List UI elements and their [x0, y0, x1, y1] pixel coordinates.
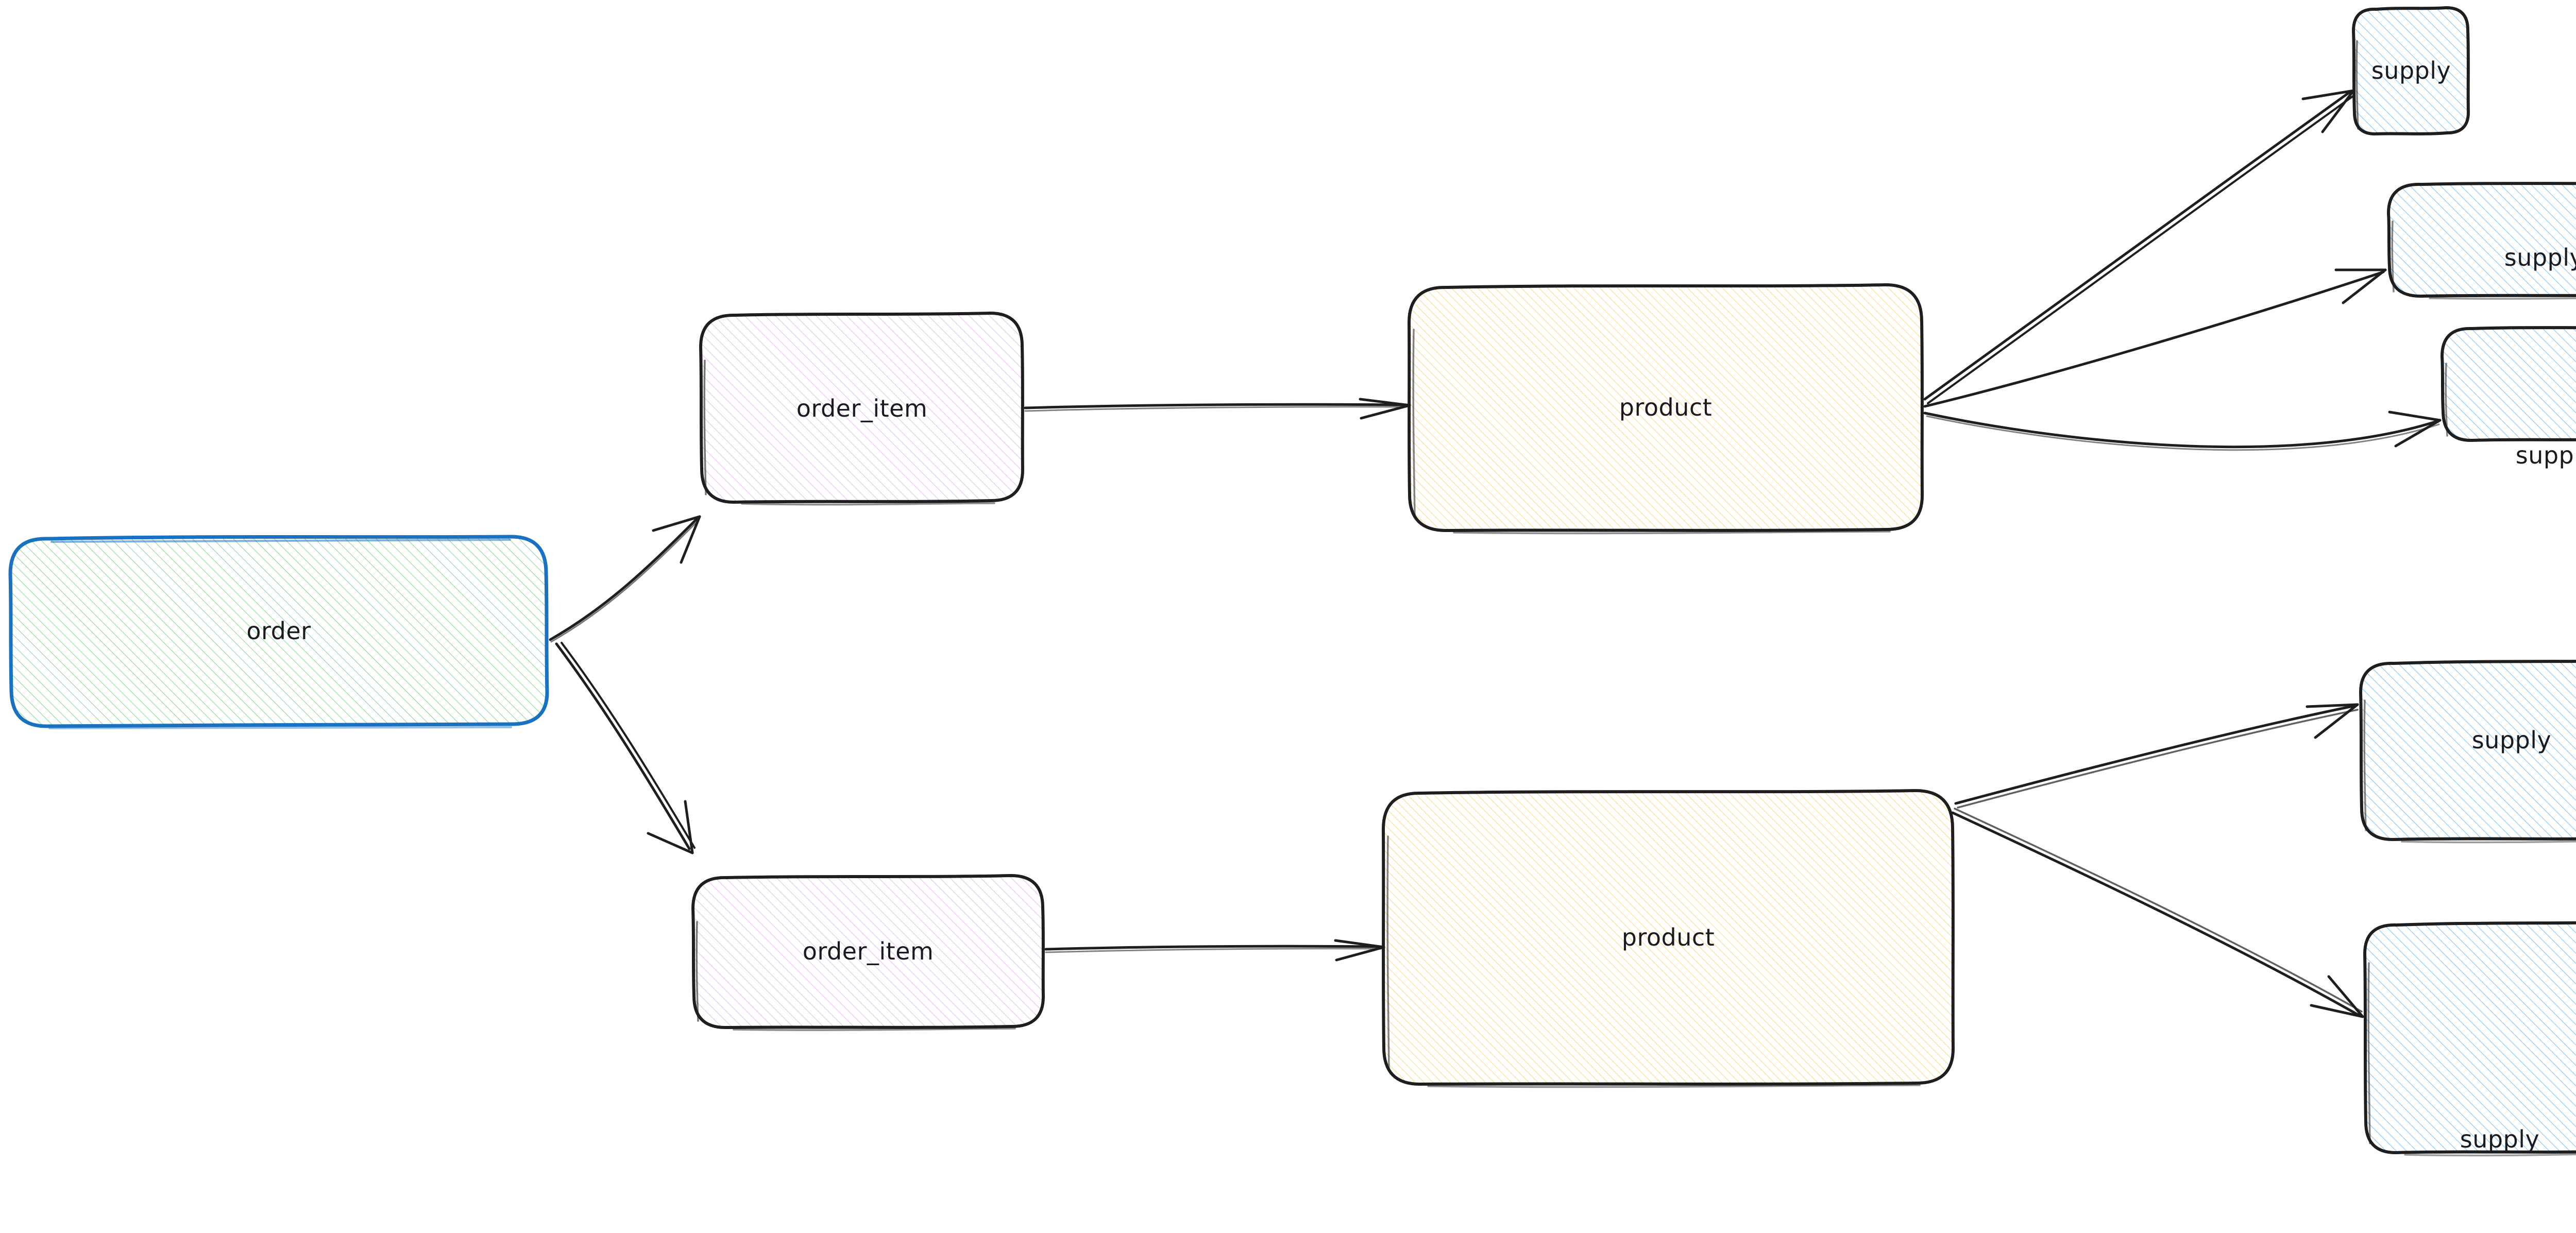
edge-product-bottom-to-supply-4 [1954, 703, 2359, 809]
node-supply-4[interactable] [2359, 660, 2576, 844]
node-order[interactable] [8, 535, 549, 730]
edge-product-bottom-to-supply-5 [1951, 808, 2364, 1018]
edge-product-top-to-supply-2 [1923, 268, 2387, 408]
edges-layer [549, 89, 2442, 1018]
edge-order-item-top-to-product-top [1024, 398, 1411, 420]
node-product-top[interactable] [1408, 283, 1924, 535]
nodes-layer [8, 6, 2576, 1157]
node-supply-3[interactable] [2441, 326, 2576, 442]
edge-order-to-order-item-bottom [555, 642, 696, 854]
node-supply-5[interactable] [2363, 921, 2576, 1157]
node-supply-2[interactable] [2387, 182, 2576, 300]
edge-product-top-to-supply-3 [1923, 410, 2442, 451]
node-supply-1[interactable] [2352, 6, 2470, 135]
edge-product-top-to-supply-1 [1923, 89, 2355, 404]
node-product-bottom[interactable] [1382, 789, 1955, 1088]
edge-order-item-bottom-to-product-bottom [1044, 939, 1385, 962]
edge-order-to-order-item-top [549, 515, 701, 643]
node-order-item-bottom[interactable] [691, 874, 1045, 1031]
node-order-item-top[interactable] [699, 312, 1024, 506]
